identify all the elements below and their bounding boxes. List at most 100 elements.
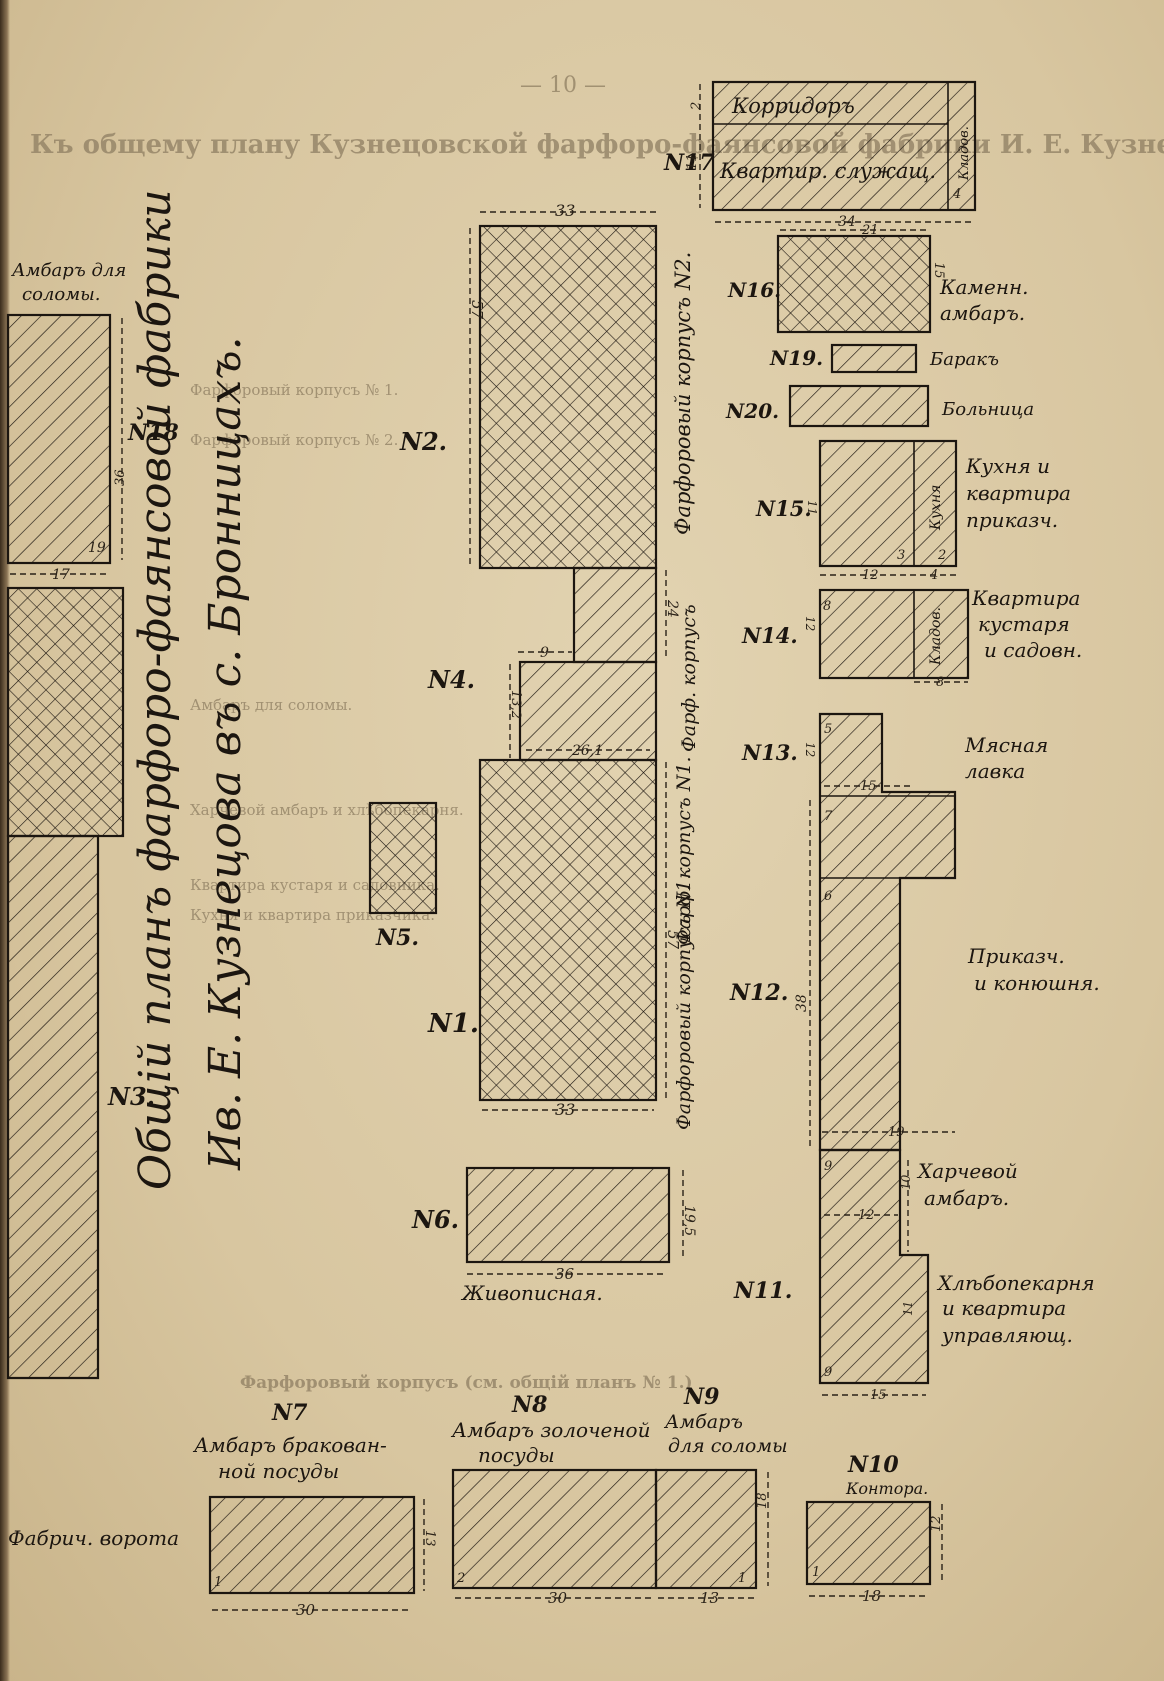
label-korpus1-b: Фарфоровый корпусъ N1. — [673, 874, 695, 1130]
label-soloma9-1: Амбаръ — [663, 1411, 743, 1433]
dim-n13-12: 12 — [803, 742, 817, 757]
dim-n17-2: 2 — [689, 102, 704, 111]
plan-title-line1: Общiй планъ фарфоро-фаянсовой фабрики — [130, 189, 181, 1190]
dim-n11-15: 15 — [870, 1388, 887, 1403]
label-kukhnya-1: Кухня и — [965, 454, 1050, 478]
dim-n14-12: 12 — [803, 616, 817, 631]
dim-n10-18: 18 — [862, 1587, 881, 1605]
label-korpus2: Фарфоровый корпусъ N2. — [671, 252, 695, 535]
label-n10: N10 — [847, 1452, 899, 1478]
building-n11 — [818, 1148, 930, 1385]
bleed-heading: Къ общему плану Кузнецовской фарфоро-фая… — [30, 130, 1164, 160]
label-ambar-soloma-top-1: Амбаръ для — [10, 260, 126, 281]
building-n20 — [788, 384, 930, 428]
label-zhivopisnaya: Живописная. — [460, 1281, 603, 1305]
room-n7: 1 — [214, 1575, 222, 1590]
dim-n18-17: 17 — [52, 567, 70, 583]
dim-n15-11: 11 — [805, 500, 819, 515]
room-n10: 1 — [812, 1565, 820, 1580]
dim-n7-30: 30 — [296, 1601, 316, 1619]
label-kharch-2: амбаръ. — [924, 1186, 1009, 1210]
building-n10 — [805, 1500, 932, 1586]
label-n4: N4. — [427, 665, 475, 694]
label-n19: N19. — [769, 346, 823, 370]
label-n5: N5. — [375, 925, 419, 951]
label-khleb-3: управляющ. — [941, 1323, 1073, 1347]
label-fabr-vorota: Фабрич. ворота — [8, 1526, 179, 1550]
dim-n11-12: 12 — [858, 1208, 875, 1223]
room-n15-b: 2 — [937, 548, 946, 563]
bleed-line-3: Амбаръ для соломы. — [190, 696, 352, 714]
label-khleb-2: и квартира — [942, 1296, 1066, 1320]
room-n12: 6 — [824, 889, 832, 904]
plan-title-line2: Ив. Е. Кузнецова въ с. Бронницахъ. — [200, 336, 251, 1171]
label-korpus1-a: Фарф. корпусъ N1. — [673, 756, 695, 945]
label-khleb-1: Хлѣбопекарня — [936, 1271, 1095, 1295]
dim-19-5: 19,5 — [681, 1205, 697, 1236]
dim-n2-33: 33 — [555, 201, 575, 220]
label-n20: N20. — [725, 399, 779, 423]
dim-9: 9 — [540, 645, 549, 661]
dim-n7-13: 13 — [422, 1530, 437, 1547]
label-barak: Баракъ — [929, 349, 999, 370]
building-n1 — [478, 758, 658, 1102]
dim-n10-12: 12 — [929, 1515, 944, 1532]
label-bolnitsa: Больница — [941, 399, 1034, 420]
dim-n9-13: 13 — [700, 1589, 719, 1607]
building-korpus-annex — [572, 566, 658, 664]
plan-title: Общiй планъ фарфоро-фаянсовой фабрики Ив… — [130, 189, 251, 1190]
label-brak-1: Амбаръ бракован- — [192, 1433, 387, 1457]
dim-n8-30: 30 — [548, 1589, 568, 1607]
label-kustar-2: кустаря — [978, 612, 1070, 636]
building-n14 — [818, 588, 970, 680]
building-n8 — [451, 1468, 658, 1590]
dim-n12-19: 19 — [888, 1125, 905, 1140]
dim-36-n6: 36 — [555, 1265, 575, 1283]
label-n17: N17 — [663, 150, 715, 176]
bleed-line-1: Фарфоровый корпусъ № 1. — [190, 381, 398, 399]
room-n17: 4 — [952, 187, 961, 202]
page-number: — 10 — — [520, 73, 606, 98]
label-kontora: Контора. — [845, 1479, 928, 1498]
label-kladovaya17: Кладов. — [957, 126, 972, 181]
building-n3-lower — [6, 834, 100, 1380]
label-n7: N7 — [271, 1400, 308, 1426]
building-n7 — [208, 1495, 416, 1595]
label-prikazch-2: и конюшня. — [974, 971, 1100, 995]
room-n13-a: 5 — [824, 722, 832, 737]
dim-n15-4: 4 — [929, 568, 938, 583]
label-kukhnya-2: квартира — [966, 481, 1071, 505]
bleed-line-2: Фарфоровый корпусъ № 2. — [190, 431, 398, 449]
label-kustar-1: Квартира — [971, 586, 1080, 610]
bleed-line-7: Фарфоровый корпусъ (см. общiй планъ № 1.… — [240, 1373, 693, 1393]
room-n18: 19 — [88, 540, 106, 556]
label-n8: N8 — [511, 1392, 547, 1418]
building-n16 — [776, 234, 932, 334]
room-n13-b: 7 — [824, 809, 833, 824]
label-kamenn-2: амбаръ. — [940, 301, 1025, 325]
label-kamenn-1: Каменн. — [939, 275, 1029, 299]
dim-n2-57: 57 — [468, 300, 486, 320]
label-koridor: Корридоръ — [731, 94, 855, 118]
room-n8: 2 — [456, 1571, 465, 1586]
dim-13-2: 13,2 — [508, 690, 523, 719]
label-kukhnya-inner: Кухня — [928, 485, 944, 531]
label-myasnaya-2: лавка — [965, 759, 1025, 783]
dim-n1-33: 33 — [555, 1100, 575, 1119]
label-myasnaya-1: Мясная — [964, 733, 1048, 757]
dim-26-1: 26,1 — [571, 743, 603, 759]
dim-n1-57: 57 — [664, 930, 682, 950]
building-n2 — [478, 224, 658, 570]
dim-n12-38: 38 — [794, 994, 810, 1012]
label-korpus-farf: Фарф. корпусъ — [678, 604, 700, 752]
dim-n18-36: 36 — [113, 469, 128, 486]
label-kustar-3: и садовн. — [984, 638, 1082, 662]
label-n3: N3. — [107, 1082, 155, 1111]
label-n15: N15. — [755, 496, 812, 521]
room-n11-a: 9 — [824, 1159, 832, 1174]
building-n4 — [518, 660, 658, 762]
label-kvartir-sluzhash: Квартир. служащ. — [719, 159, 936, 183]
label-kharch-1: Харчевой — [916, 1159, 1018, 1183]
room-n11-b: 9 — [824, 1365, 832, 1380]
